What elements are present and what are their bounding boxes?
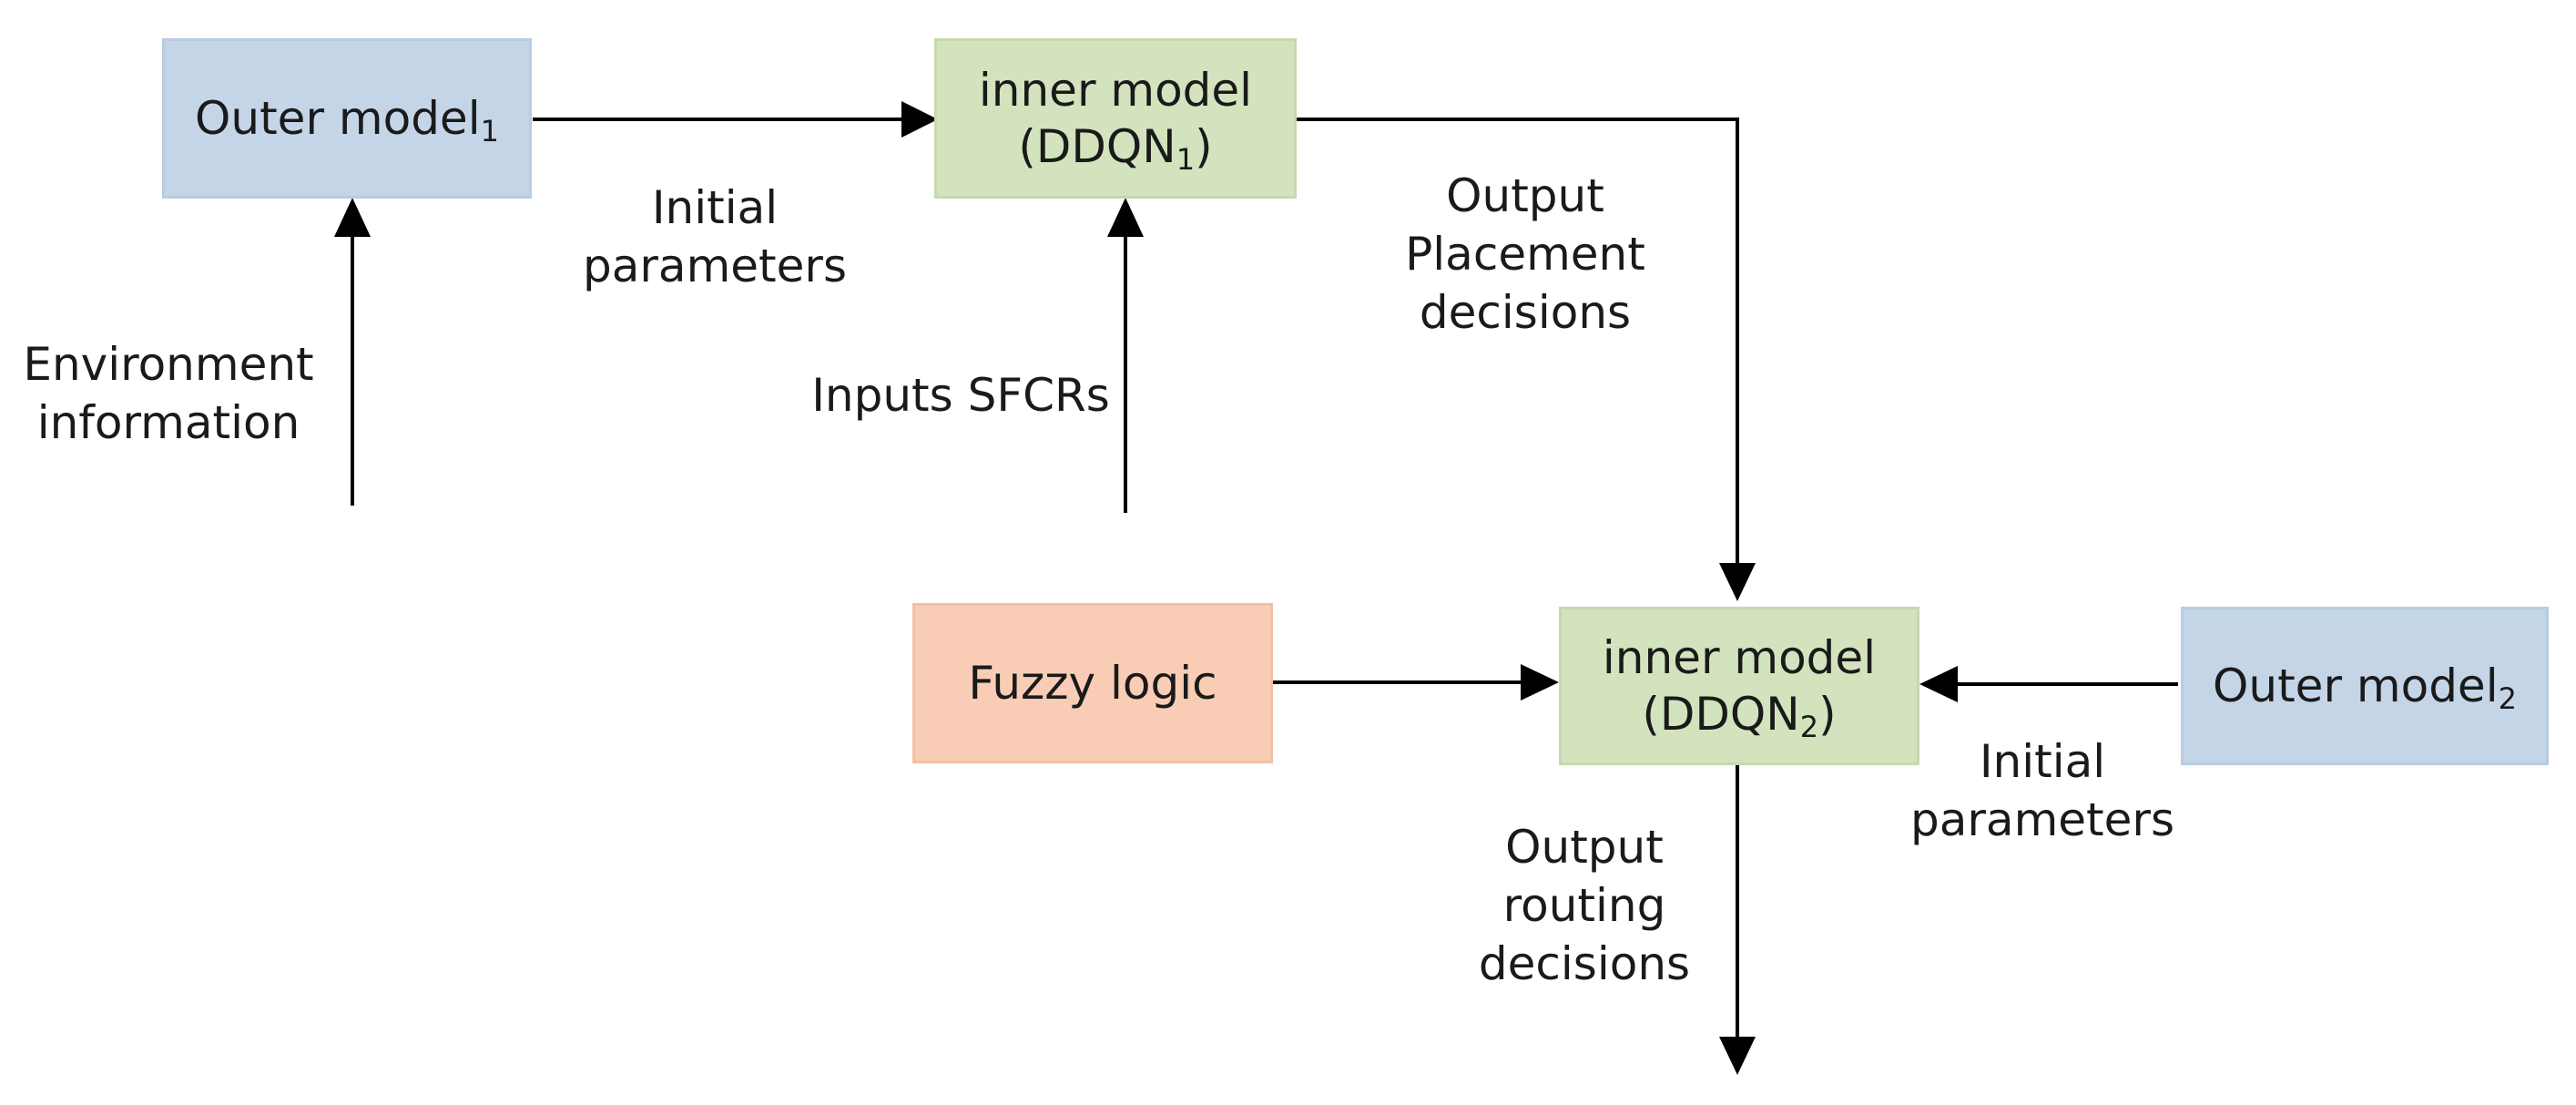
outer-model-2-label: Outer model2 — [2213, 659, 2517, 716]
arrow-outer1-to-inner1 — [533, 101, 938, 138]
initial-parameters-label-1: Initial parameters — [583, 181, 848, 292]
fuzzy-logic-label: Fuzzy logic — [968, 656, 1217, 710]
inner-model-2-box: inner model (DDQN2) — [1559, 607, 1919, 765]
environment-information-label: Environment information — [23, 338, 314, 449]
arrow-inner2-to-output — [1719, 765, 1756, 1075]
initial-parameters-label-2: Initial parameters — [1910, 735, 2175, 846]
output-routing-decisions-label: Output routing decisions — [1478, 821, 1691, 990]
outer-model-1-label: Outer model1 — [195, 91, 499, 148]
inner-model-2-subtitle: (DDQN2) — [1642, 688, 1837, 744]
arrow-inputs-to-inner1 — [1107, 198, 1144, 513]
outer-model-2-box: Outer model2 — [2181, 607, 2549, 765]
outer-model-1-box: Outer model1 — [162, 38, 532, 199]
arrow-environment-to-outer1 — [334, 198, 371, 506]
arrow-fuzzy-to-inner2 — [1272, 664, 1559, 701]
output-placement-decisions-label: Output Placement decisions — [1405, 169, 1645, 339]
inputs-sfcrs-label: Inputs SFCRs — [811, 369, 1110, 422]
inner-model-1-subtitle: (DDQN1) — [1018, 120, 1213, 177]
fuzzy-logic-box: Fuzzy logic — [912, 603, 1273, 763]
arrow-outer2-to-inner2 — [1919, 666, 2178, 702]
inner-model-2-title: inner model — [1602, 630, 1877, 684]
arrow-inner1-to-inner2 — [1295, 118, 1756, 601]
inner-model-1-title: inner model — [978, 63, 1253, 117]
inner-model-1-box: inner model (DDQN1) — [934, 38, 1297, 199]
